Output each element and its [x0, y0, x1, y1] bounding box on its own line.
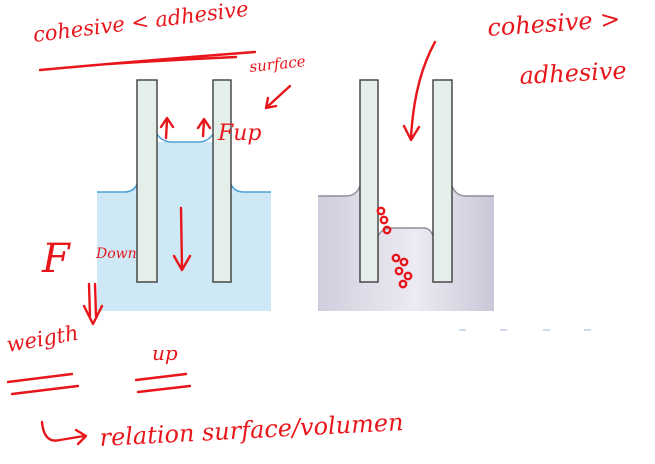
glass-tube-left	[136, 79, 158, 283]
water-surface-left	[97, 183, 138, 193]
water-meniscus-inner	[156, 133, 214, 143]
mercury-capillary-figure	[318, 79, 494, 311]
up-label: up	[152, 341, 178, 365]
right-relation-line2: adhesive	[519, 56, 627, 90]
force-up-arrow-right	[196, 117, 212, 138]
molecule-dots-lower	[391, 253, 413, 289]
water-bath	[97, 142, 271, 311]
left-relation-label: cohesive < adhesive	[32, 0, 250, 47]
mercury-meniscus-inner	[377, 227, 434, 237]
up-equal-sign	[134, 372, 192, 394]
left-relation-underline-2	[106, 55, 238, 66]
force-down-arrow	[172, 206, 192, 272]
water-capillary-figure	[97, 79, 271, 311]
mercury-bath	[318, 186, 494, 311]
force-up-label: Fup	[217, 121, 262, 146]
weight-label: weigth	[5, 321, 81, 357]
right-relation-line1: cohesive >	[486, 5, 621, 42]
molecule-dots-upper	[376, 206, 392, 235]
force-up-arrow-left	[159, 116, 175, 140]
force-down-word-label: Down	[95, 246, 137, 262]
surface-pointer-arrow	[264, 84, 292, 110]
mercury-surface-left	[318, 185, 361, 197]
pointer-arrow-down	[402, 40, 437, 142]
glass-tube-right	[212, 79, 232, 283]
bottom-note-arrow	[40, 420, 88, 446]
glass-tube-right-2	[432, 79, 453, 283]
mercury-surface-right	[451, 185, 494, 197]
surface-label: surface	[249, 52, 307, 76]
glass-tube-left-2	[359, 79, 379, 283]
bottom-note-label: relation surface/volumen	[99, 408, 404, 452]
weight-equal-sign	[6, 372, 80, 396]
water-surface-right	[230, 183, 271, 193]
weight-down-arrow	[82, 282, 104, 326]
force-down-f-label: F	[41, 236, 71, 282]
